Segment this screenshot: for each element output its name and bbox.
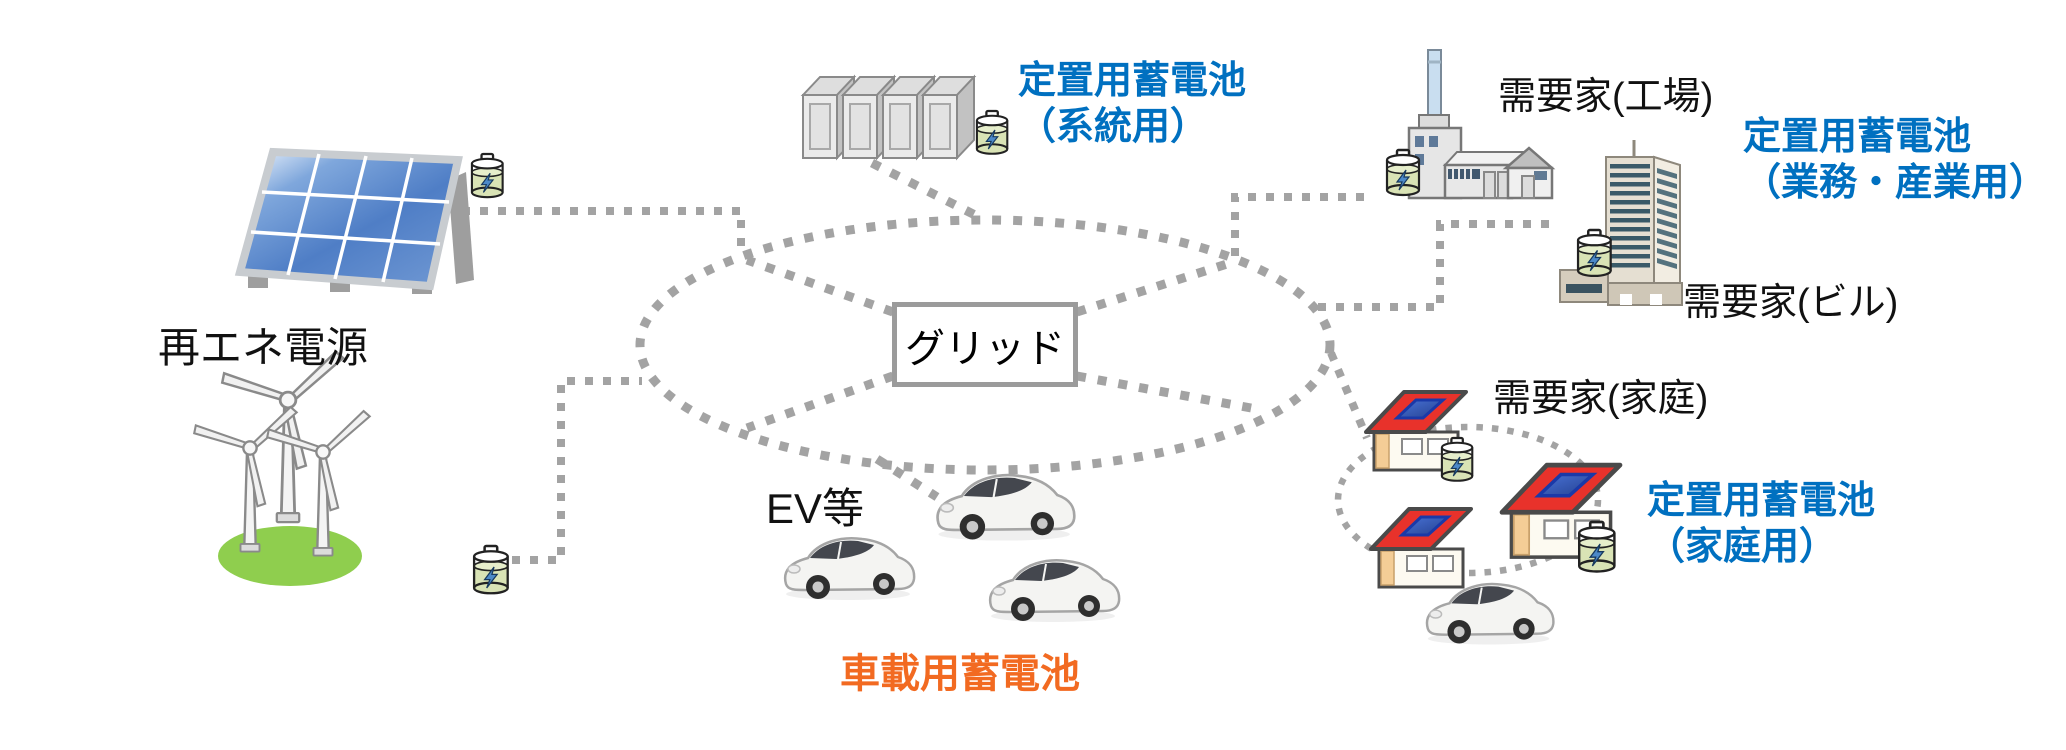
connector-wind bbox=[512, 377, 642, 564]
connector-cabinets bbox=[869, 158, 986, 224]
battery-icon bbox=[1576, 228, 1612, 278]
house-icon bbox=[1369, 507, 1473, 589]
battery-icon bbox=[1385, 148, 1421, 197]
consumer-home-label: 需要家(家庭) bbox=[1493, 378, 1709, 420]
home-ev-car-icon bbox=[1425, 582, 1555, 646]
battery-icon bbox=[1577, 520, 1616, 573]
commercial-storage-label: 定置用蓄電池 （業務・産業用） bbox=[1743, 114, 2047, 207]
battery-cabinet-icon bbox=[802, 76, 975, 159]
system-storage-label: 定置用蓄電池 （系統用） bbox=[1018, 58, 1246, 151]
connector-factory bbox=[1231, 193, 1374, 256]
battery-icon bbox=[470, 152, 504, 199]
grid-label: グリッド bbox=[905, 326, 1065, 371]
system-storage-label-line2: （系統用） bbox=[1018, 106, 1209, 149]
commercial-storage-label-line2: （業務・産業用） bbox=[1743, 162, 2048, 205]
renewable-source-label: 再エネ電源 bbox=[158, 324, 369, 371]
connector-homes bbox=[1327, 351, 1371, 440]
ev-car-icon bbox=[936, 473, 1076, 542]
spoke-lower-right bbox=[1076, 371, 1263, 415]
spoke-upper-left bbox=[745, 255, 895, 317]
home-storage-label: 定置用蓄電池 （家庭用） bbox=[1647, 478, 1875, 571]
grid-ring bbox=[635, 215, 1335, 475]
homes-ring bbox=[1334, 423, 1602, 577]
system-storage-label-line1: 定置用蓄電池 bbox=[1018, 60, 1247, 102]
connector-building bbox=[1318, 220, 1558, 311]
consumer-factory-label: 需要家(工場) bbox=[1498, 76, 1714, 118]
ev-car-icon bbox=[988, 559, 1121, 624]
connector-solar bbox=[462, 207, 745, 252]
battery-icon bbox=[472, 544, 509, 595]
wind-turbine-icon bbox=[190, 348, 377, 586]
factory-icon bbox=[1407, 49, 1556, 200]
home-storage-label-line1: 定置用蓄電池 bbox=[1647, 480, 1876, 522]
office-building-icon bbox=[1559, 140, 1683, 306]
commercial-storage-label-line1: 定置用蓄電池 bbox=[1743, 116, 1972, 158]
battery-icon bbox=[975, 109, 1009, 155]
spoke-upper-right bbox=[1075, 258, 1232, 317]
ev-car-icon bbox=[783, 537, 916, 602]
consumer-building-label: 需要家(ビル) bbox=[1683, 282, 1899, 324]
grid-node: グリッド bbox=[892, 302, 1078, 387]
solar-panel-icon bbox=[234, 147, 474, 294]
ev-label: EV等 bbox=[766, 485, 865, 532]
spoke-lower-left bbox=[745, 371, 895, 433]
vehicle-storage-label: 車載用蓄電池 bbox=[840, 652, 1080, 696]
home-storage-label-line2: （家庭用） bbox=[1647, 526, 1838, 569]
battery-icon bbox=[1440, 436, 1474, 482]
